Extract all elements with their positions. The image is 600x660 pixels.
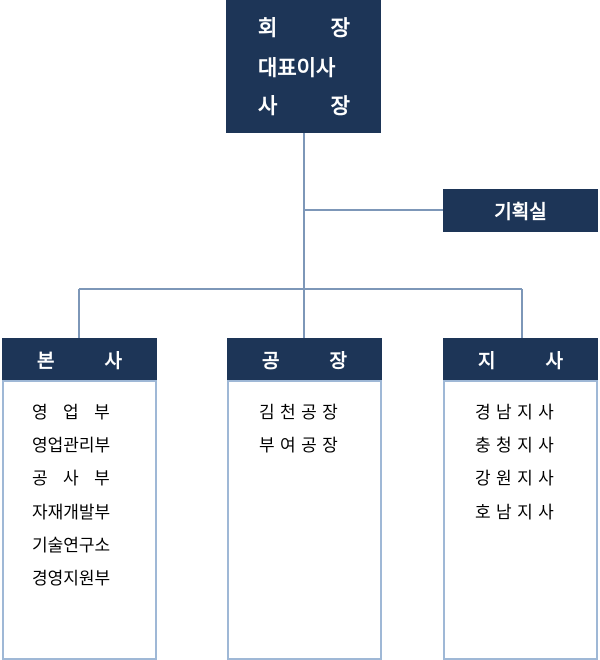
list-item: 호 남 지 사: [475, 503, 554, 523]
list-item: 김 천 공 장: [259, 403, 338, 423]
ceo-title-representative: 대표이사: [258, 52, 350, 82]
list-item: 경 남 지 사: [475, 403, 554, 423]
ceo-title-chairman: 회 장: [258, 12, 350, 42]
division-branch-title-char1: 지: [478, 349, 496, 372]
division-factory-box: 김 천 공 장 부 여 공 장: [227, 380, 382, 660]
division-hq-header: 본 사: [2, 338, 157, 380]
ceo-line1-char2: 장: [330, 16, 350, 40]
list-item: 부 여 공 장: [259, 436, 338, 456]
division-factory-title-char2: 장: [329, 349, 347, 372]
list-item: 기술연구소: [32, 536, 111, 556]
division-hq-title-char2: 사: [104, 349, 122, 372]
list-item: 공 사 부: [32, 469, 115, 489]
division-branch-title-char2: 사: [545, 349, 563, 372]
planning-office-label: 기획실: [494, 201, 547, 223]
list-item: 자재개발부: [32, 503, 111, 523]
division-factory-header: 공 장: [227, 338, 382, 380]
list-item: 영 업 부: [32, 403, 115, 423]
list-item: 강 원 지 사: [475, 469, 554, 489]
planning-office-box: 기획실: [443, 189, 598, 232]
list-item: 충 청 지 사: [475, 436, 554, 456]
division-factory-title-char1: 공: [262, 349, 280, 372]
ceo-line3-char1: 사: [258, 94, 278, 118]
division-hq-title-char1: 본: [37, 349, 55, 372]
ceo-box: 회 장 대표이사 사 장: [226, 0, 381, 133]
division-branch-header: 지 사: [443, 338, 598, 380]
division-branch-box: 경 남 지 사 충 청 지 사 강 원 지 사 호 남 지 사: [443, 380, 598, 660]
division-hq-box: 영 업 부 영업관리부 공 사 부 자재개발부 기술연구소 경영지원부: [2, 380, 157, 660]
list-item: 경영지원부: [32, 569, 111, 589]
ceo-line1-char1: 회: [258, 16, 278, 40]
ceo-line3-char2: 장: [330, 94, 350, 118]
ceo-title-president: 사 장: [258, 90, 350, 120]
ceo-line2-text: 대표이사: [258, 56, 336, 80]
list-item: 영업관리부: [32, 436, 111, 456]
